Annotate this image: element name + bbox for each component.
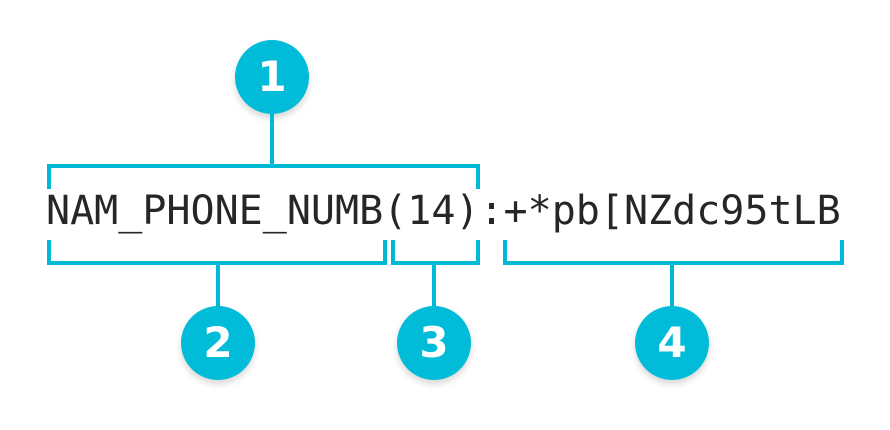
bracket-1-tick-right — [476, 164, 480, 189]
callout-badge-2[interactable]: 2 — [181, 306, 255, 380]
code-string: NAM_PHONE_NUMB(14):+*pb[NZdc95tLB — [46, 188, 841, 234]
bracket-1-tick-left — [47, 164, 51, 189]
bracket-2-tick-right — [383, 240, 387, 265]
callout-badge-4[interactable]: 4 — [635, 306, 709, 380]
bracket-3-tick-right — [476, 240, 480, 265]
connector-line-badge-1 — [270, 112, 274, 166]
bracket-3-tick-left — [391, 240, 395, 265]
bracket-4-tick-left — [503, 240, 507, 265]
bracket-1-horizontal — [47, 164, 480, 168]
connector-line-badge-3 — [432, 261, 436, 310]
connector-line-badge-4 — [670, 261, 674, 310]
callout-badge-3[interactable]: 3 — [397, 306, 471, 380]
bracket-2-tick-left — [47, 240, 51, 265]
bracket-4-tick-right — [840, 240, 844, 265]
callout-badge-1[interactable]: 1 — [235, 40, 309, 114]
connector-line-badge-2 — [216, 261, 220, 310]
